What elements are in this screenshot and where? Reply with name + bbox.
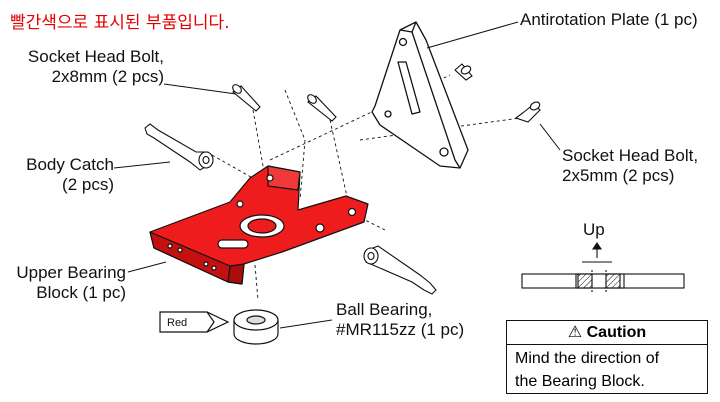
red-parts-note: 빨간색으로 표시된 부품입니다. <box>10 13 230 33</box>
ball-bearing <box>233 309 279 345</box>
caution-title: Caution <box>586 324 647 341</box>
socket-bolt-2x5-b <box>514 101 541 123</box>
socket-bolt-2x5-label-line2: 2x5mm (2 pcs) <box>562 166 675 185</box>
warning-triangle-icon: ⚠ <box>567 324 583 341</box>
socket-bolt-2x8-a <box>232 84 261 112</box>
socket-bolt-2x5-label-line1: Socket Head Bolt, <box>562 146 699 165</box>
caution-text: Mind the direction of the Bearing Block. <box>507 345 707 395</box>
leader-lines <box>113 21 561 329</box>
body-catch-top <box>144 123 214 171</box>
upper-bearing-label-line2: Block (1 pc) <box>36 283 126 302</box>
caution-box: ⚠ Caution Mind the direction of the Bear… <box>506 320 708 394</box>
body-catch-label-line2: (2 pcs) <box>62 175 114 194</box>
body-catch-bottom <box>363 245 437 295</box>
body-catch-label-line1: Body Catch <box>26 155 114 174</box>
ball-bearing-label-line2: #MR115zz (1 pc) <box>336 320 465 339</box>
ball-bearing-label-line1: Ball Bearing, <box>336 300 433 319</box>
antirotation-plate-label: Antirotation Plate (1 pc) <box>520 10 698 29</box>
up-arrow-icon <box>591 242 603 250</box>
socket-bolt-2x8-label-line2: 2x8mm (2 pcs) <box>51 67 164 86</box>
red-tag-label: Red <box>167 317 188 329</box>
socket-bolt-2x8-b <box>307 94 337 122</box>
direction-indicator <box>521 242 685 292</box>
upper-bearing-label-line1: Upper Bearing <box>16 263 126 282</box>
caution-header: ⚠ Caution <box>507 321 707 345</box>
red-tag <box>159 311 230 333</box>
caution-line1: Mind the direction of <box>515 350 660 367</box>
upper-bearing-block <box>149 165 369 285</box>
socket-bolt-2x5-a <box>454 63 473 81</box>
antirotation-plate <box>371 21 469 169</box>
socket-bolt-2x8-label-line1: Socket Head Bolt, <box>27 47 164 66</box>
up-label: Up <box>583 220 605 239</box>
caution-line2: the Bearing Block. <box>515 373 645 390</box>
